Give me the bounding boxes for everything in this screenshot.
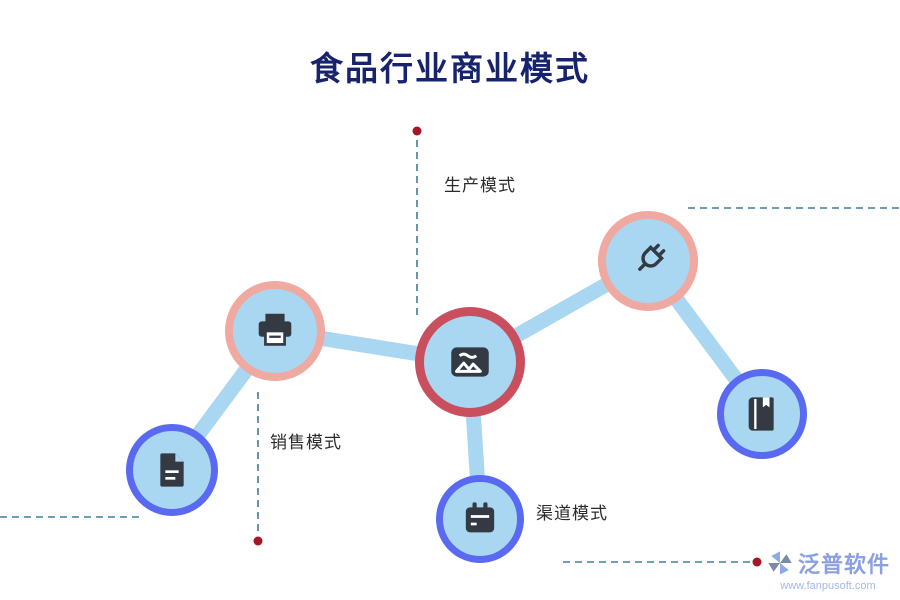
book-icon bbox=[748, 397, 774, 431]
brand-name: 泛普软件 bbox=[797, 552, 890, 577]
red-dot-left bbox=[253, 536, 263, 546]
image-icon bbox=[451, 347, 489, 377]
node-production-upper bbox=[225, 281, 325, 381]
node-center bbox=[415, 307, 525, 417]
node-catalog bbox=[717, 369, 807, 459]
pinwheel-logo-icon bbox=[768, 551, 792, 575]
dashed-guides bbox=[0, 140, 900, 563]
node-sales bbox=[126, 424, 218, 516]
calendar-icon bbox=[465, 502, 495, 533]
node-channel bbox=[436, 475, 524, 563]
brand-url: www.fanpusoft.com bbox=[780, 580, 876, 592]
brand-logo: 泛普软件 www.fanpusoft.com bbox=[766, 547, 890, 592]
document-icon bbox=[160, 453, 184, 487]
red-dots bbox=[253, 126, 762, 567]
page-title: 食品行业商业模式 bbox=[310, 50, 590, 87]
printer-icon bbox=[258, 313, 292, 346]
label-sales-mode: 销售模式 bbox=[270, 433, 342, 452]
red-dot-top bbox=[412, 126, 422, 136]
label-channel-mode: 渠道模式 bbox=[536, 504, 608, 523]
plug-icon bbox=[638, 243, 666, 271]
node-connection bbox=[598, 211, 698, 311]
label-production-mode: 生产模式 bbox=[444, 176, 516, 195]
red-dot-bottom-right bbox=[752, 557, 762, 567]
